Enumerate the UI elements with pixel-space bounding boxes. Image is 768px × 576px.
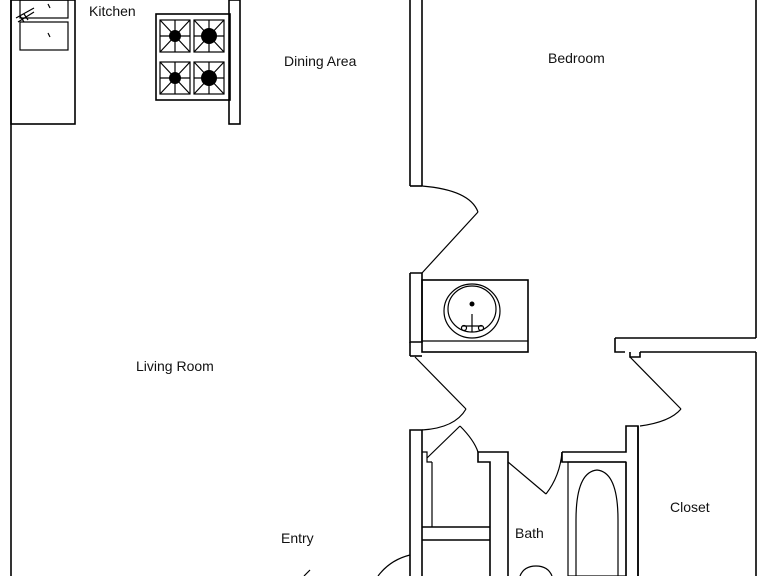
room-label-kitchen: Kitchen [89,3,136,19]
hall-door-left-icon [414,356,467,431]
toilet-icon [519,565,553,576]
bedroom-door-icon [421,185,479,274]
room-label-closet: Closet [670,499,710,515]
hall-closet-door-icon [422,425,479,527]
vanity-counter [421,279,529,353]
entry-closet-door-icon [303,554,411,576]
vanity-wall [409,272,423,357]
room-label-entry: Entry [281,530,314,546]
kitchen-sink-faucet-icon [15,7,35,23]
kitchen-counter [10,0,76,125]
kitchen-partition-wall [228,0,241,125]
room-label-dining-area: Dining Area [284,53,357,69]
room-label-living-room: Living Room [136,358,214,374]
stove-icon [155,13,231,101]
bedroom-south-wall [614,337,756,358]
room-label-bath: Bath [515,525,544,541]
sink-icon [443,283,501,339]
bath-door-icon [507,451,563,495]
bedroom-west-wall [409,0,423,187]
bedroom-hall-door-icon [629,356,682,427]
room-label-bedroom: Bedroom [548,50,605,66]
bathtub-icon [567,461,627,576]
hall-closet-wall [409,429,509,576]
